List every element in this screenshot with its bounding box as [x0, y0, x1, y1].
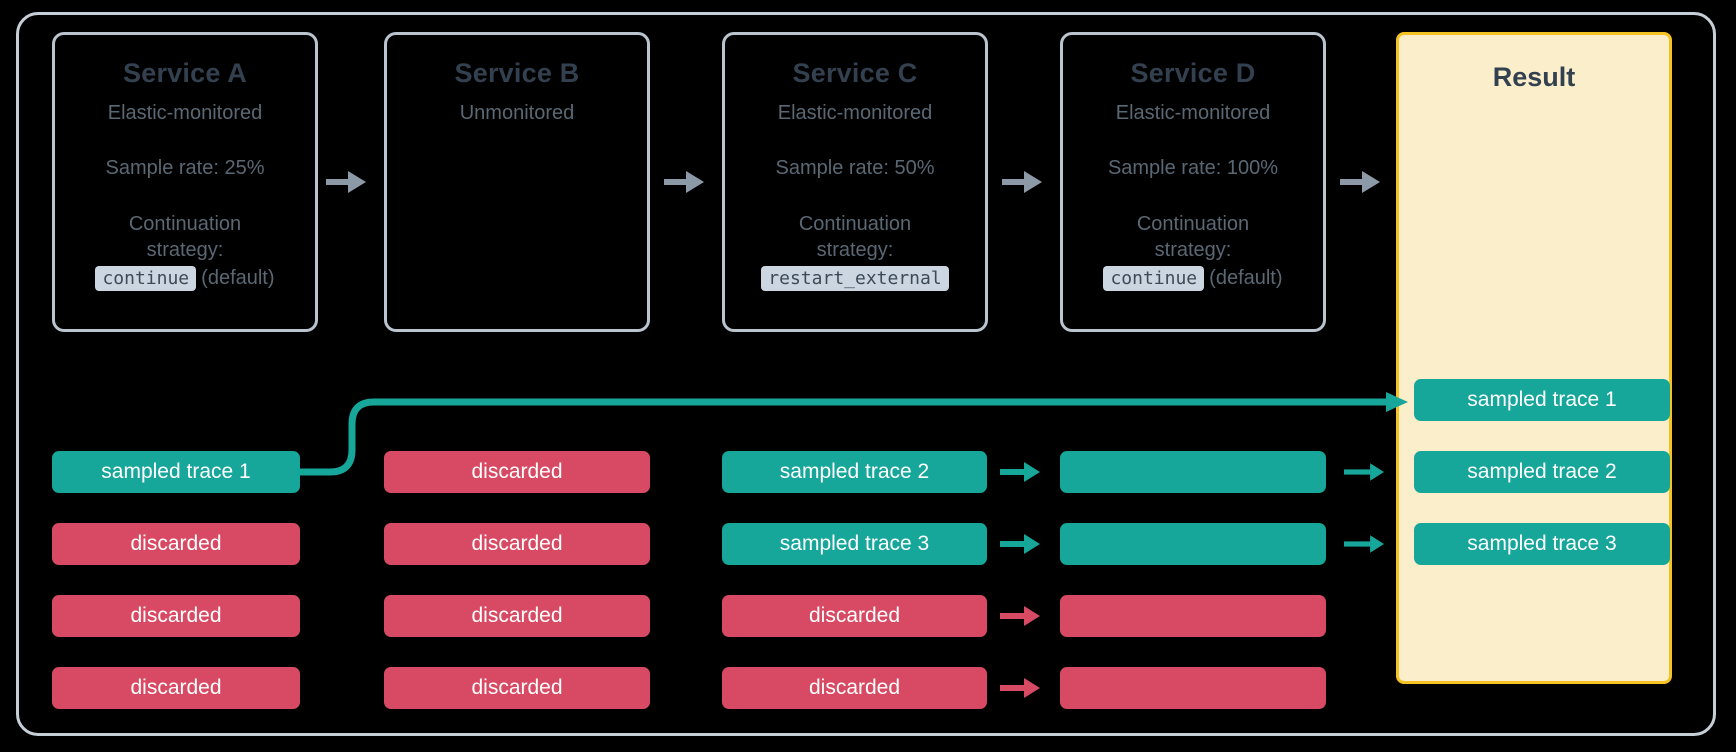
flow-arrow-d-to-result-icon: [1340, 171, 1380, 193]
strategy-code-badge: continue: [95, 266, 197, 292]
trace-arrow-c-to-d-icon: [1000, 462, 1040, 482]
trace-arrow-d-to-result-icon: [1344, 535, 1384, 553]
trace-pill: discarded: [722, 595, 987, 637]
flow-arrow-b-to-c-icon: [664, 171, 704, 193]
trace-pill: sampled trace 2: [722, 451, 987, 493]
strategy-default-note: (default): [201, 267, 275, 290]
service-sample-rate: Sample rate: 25%: [105, 157, 265, 180]
service-title: Service D: [1130, 58, 1256, 88]
result-panel: [1396, 32, 1672, 684]
service-monitoring: Elastic-monitored: [1115, 102, 1271, 125]
service-card-a: Service A Elastic-monitored Sample rate:…: [52, 32, 318, 332]
trace-pill: [1060, 523, 1326, 565]
result-trace-pill: sampled trace 3: [1414, 523, 1670, 565]
service-strategy-row: continue(default): [55, 265, 315, 292]
trace-pill: [1060, 667, 1326, 709]
trace-pill: discarded: [384, 451, 650, 493]
trace-pill: sampled trace 3: [722, 523, 987, 565]
trace-arrow-c-to-d-icon: [1000, 606, 1040, 626]
service-monitoring: Elastic-monitored: [777, 102, 933, 125]
trace-pill: discarded: [52, 667, 300, 709]
result-trace-pill: sampled trace 2: [1414, 451, 1670, 493]
trace-pill: discarded: [52, 523, 300, 565]
trace-arrow-c-to-d-icon: [1000, 534, 1040, 554]
service-sample-rate: Sample rate: 50%: [775, 157, 935, 180]
service-strategy-row: restart_external: [725, 265, 985, 292]
service-strategy-label: Continuation strategy:: [798, 213, 912, 262]
service-title: Service B: [454, 58, 580, 88]
service-title: Service A: [123, 58, 247, 88]
trace-pill: discarded: [52, 595, 300, 637]
trace-pill: discarded: [384, 667, 650, 709]
trace-arrow-c-to-d-icon: [1000, 678, 1040, 698]
flow-arrow-c-to-d-icon: [1002, 171, 1042, 193]
service-strategy-label: Continuation strategy:: [128, 213, 242, 262]
strategy-code-badge: restart_external: [761, 266, 949, 292]
trace-pill: sampled trace 1: [52, 451, 300, 493]
service-sample-rate: Sample rate: 100%: [1107, 157, 1279, 180]
service-card-d: Service D Elastic-monitored Sample rate:…: [1060, 32, 1326, 332]
result-trace-pill: sampled trace 1: [1414, 379, 1670, 421]
trace-pill: discarded: [384, 595, 650, 637]
trace-pill: [1060, 595, 1326, 637]
trace-pill: [1060, 451, 1326, 493]
strategy-code-badge: continue: [1103, 266, 1205, 292]
service-monitoring: Elastic-monitored: [107, 102, 263, 125]
trace-pill: discarded: [384, 523, 650, 565]
service-monitoring: Unmonitored: [459, 102, 575, 125]
trace-arrow-d-to-result-icon: [1344, 463, 1384, 481]
trace-pill: discarded: [722, 667, 987, 709]
service-strategy-row: continue(default): [1063, 265, 1323, 292]
result-title: Result: [1492, 62, 1576, 92]
service-card-b: Service B Unmonitored: [384, 32, 650, 332]
service-strategy-label: Continuation strategy:: [1136, 213, 1250, 262]
strategy-default-note: (default): [1209, 267, 1283, 290]
flow-arrow-a-to-b-icon: [326, 171, 366, 193]
service-card-c: Service C Elastic-monitored Sample rate:…: [722, 32, 988, 332]
service-title: Service C: [792, 58, 918, 88]
